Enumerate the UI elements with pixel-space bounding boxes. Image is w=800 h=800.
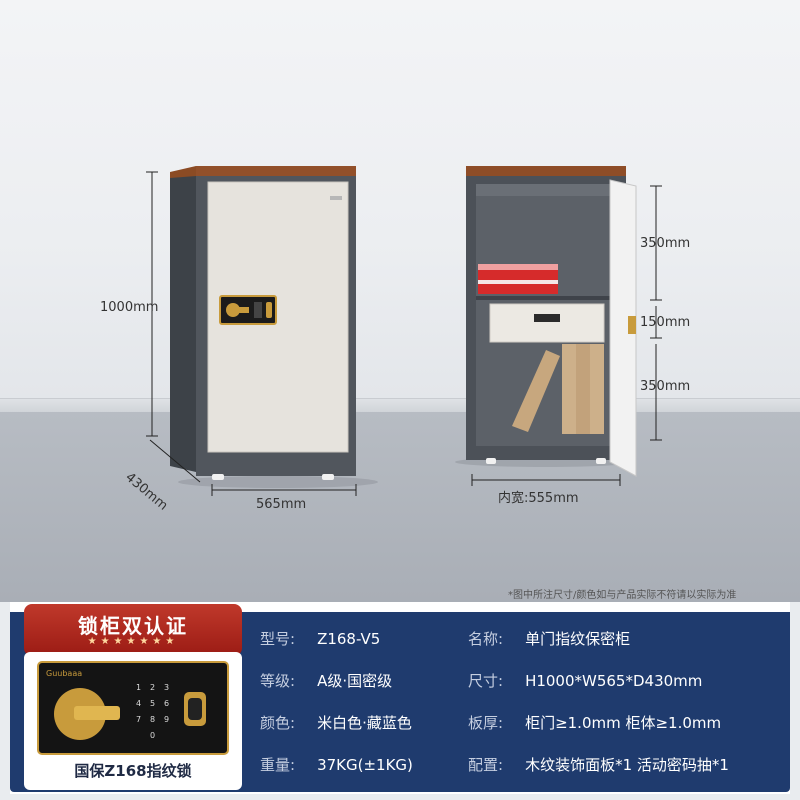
svg-text:1: 1 <box>136 683 141 692</box>
spec-row: 等级: A级·国密级 <box>260 670 392 691</box>
spec-label: 重量: <box>260 756 296 774</box>
dimension-lines <box>146 171 662 496</box>
spec-row: 颜色: 米白色·藏蓝色 <box>260 712 412 733</box>
inner-width-dimension: 内宽:555mm <box>498 491 579 506</box>
wood-top <box>466 166 626 176</box>
closed-cabinet <box>170 166 378 488</box>
svg-text:9: 9 <box>164 715 169 724</box>
top-section-dimension: 350mm <box>640 236 691 251</box>
open-cabinet <box>455 166 637 477</box>
spec-row: 重量: 37KG(±1KG) <box>260 754 413 775</box>
svg-text:0: 0 <box>150 731 155 740</box>
spec-value: 米白色·藏蓝色 <box>317 714 412 732</box>
spec-value: 单门指纹保密柜 <box>525 630 631 648</box>
spec-label: 等级: <box>260 672 296 690</box>
svg-text:5: 5 <box>150 699 155 708</box>
spec-value: 木纹装饰面板*1 活动密码抽*1 <box>525 756 729 774</box>
height-dimension: 1000mm <box>100 300 159 315</box>
badge-title: 锁柜双认证 <box>78 614 188 638</box>
spec-value: 柜门≥1.0mm 柜体≥1.0mm <box>525 714 722 732</box>
spec-label: 尺寸: <box>468 672 504 690</box>
spec-label: 颜色: <box>260 714 296 732</box>
lock-caption: 国保Z168指纹锁 <box>74 762 192 780</box>
svg-text:4: 4 <box>136 699 141 708</box>
spec-row: 配置: 木纹装饰面板*1 活动密码抽*1 <box>468 754 729 775</box>
bottom-section-dimension: 350mm <box>640 379 691 394</box>
spec-value: Z168-V5 <box>317 630 381 648</box>
spec-value: A级·国密级 <box>317 672 393 690</box>
spec-row: 板厚: 柜门≥1.0mm 柜体≥1.0mm <box>468 712 721 733</box>
svg-text:8: 8 <box>150 715 155 724</box>
spec-label: 名称: <box>468 630 504 648</box>
disclaimer-note: *图中所注尺寸/颜色如与产品实际不符请以实际为准 <box>508 590 737 601</box>
spec-label: 型号: <box>260 630 296 648</box>
svg-text:6: 6 <box>164 699 169 708</box>
svg-text:7: 7 <box>136 715 141 724</box>
cabinet-illustration <box>146 166 662 496</box>
certification-badge: 锁柜双认证 ★★★★★★★ <box>24 604 242 656</box>
spec-value: H1000*W565*D430mm <box>525 672 703 690</box>
password-drawer <box>489 303 605 343</box>
floor <box>0 412 800 602</box>
spec-row: 型号: Z168-V5 <box>260 628 380 649</box>
spec-row: 名称: 单门指纹保密柜 <box>468 628 630 649</box>
spec-value: 37KG(±1KG) <box>317 756 413 774</box>
wall-background <box>0 0 800 400</box>
width-dimension: 565mm <box>256 497 307 512</box>
svg-text:2: 2 <box>150 683 155 692</box>
spec-label: 板厚: <box>468 714 504 732</box>
spec-label: 配置: <box>468 756 504 774</box>
middle-section-dimension: 150mm <box>640 315 691 330</box>
spec-row: 尺寸: H1000*W565*D430mm <box>468 670 702 691</box>
svg-text:3: 3 <box>164 683 169 692</box>
lock-brand: Guubaaa <box>46 669 82 678</box>
badge-stars: ★★★★★★★ <box>87 636 179 647</box>
